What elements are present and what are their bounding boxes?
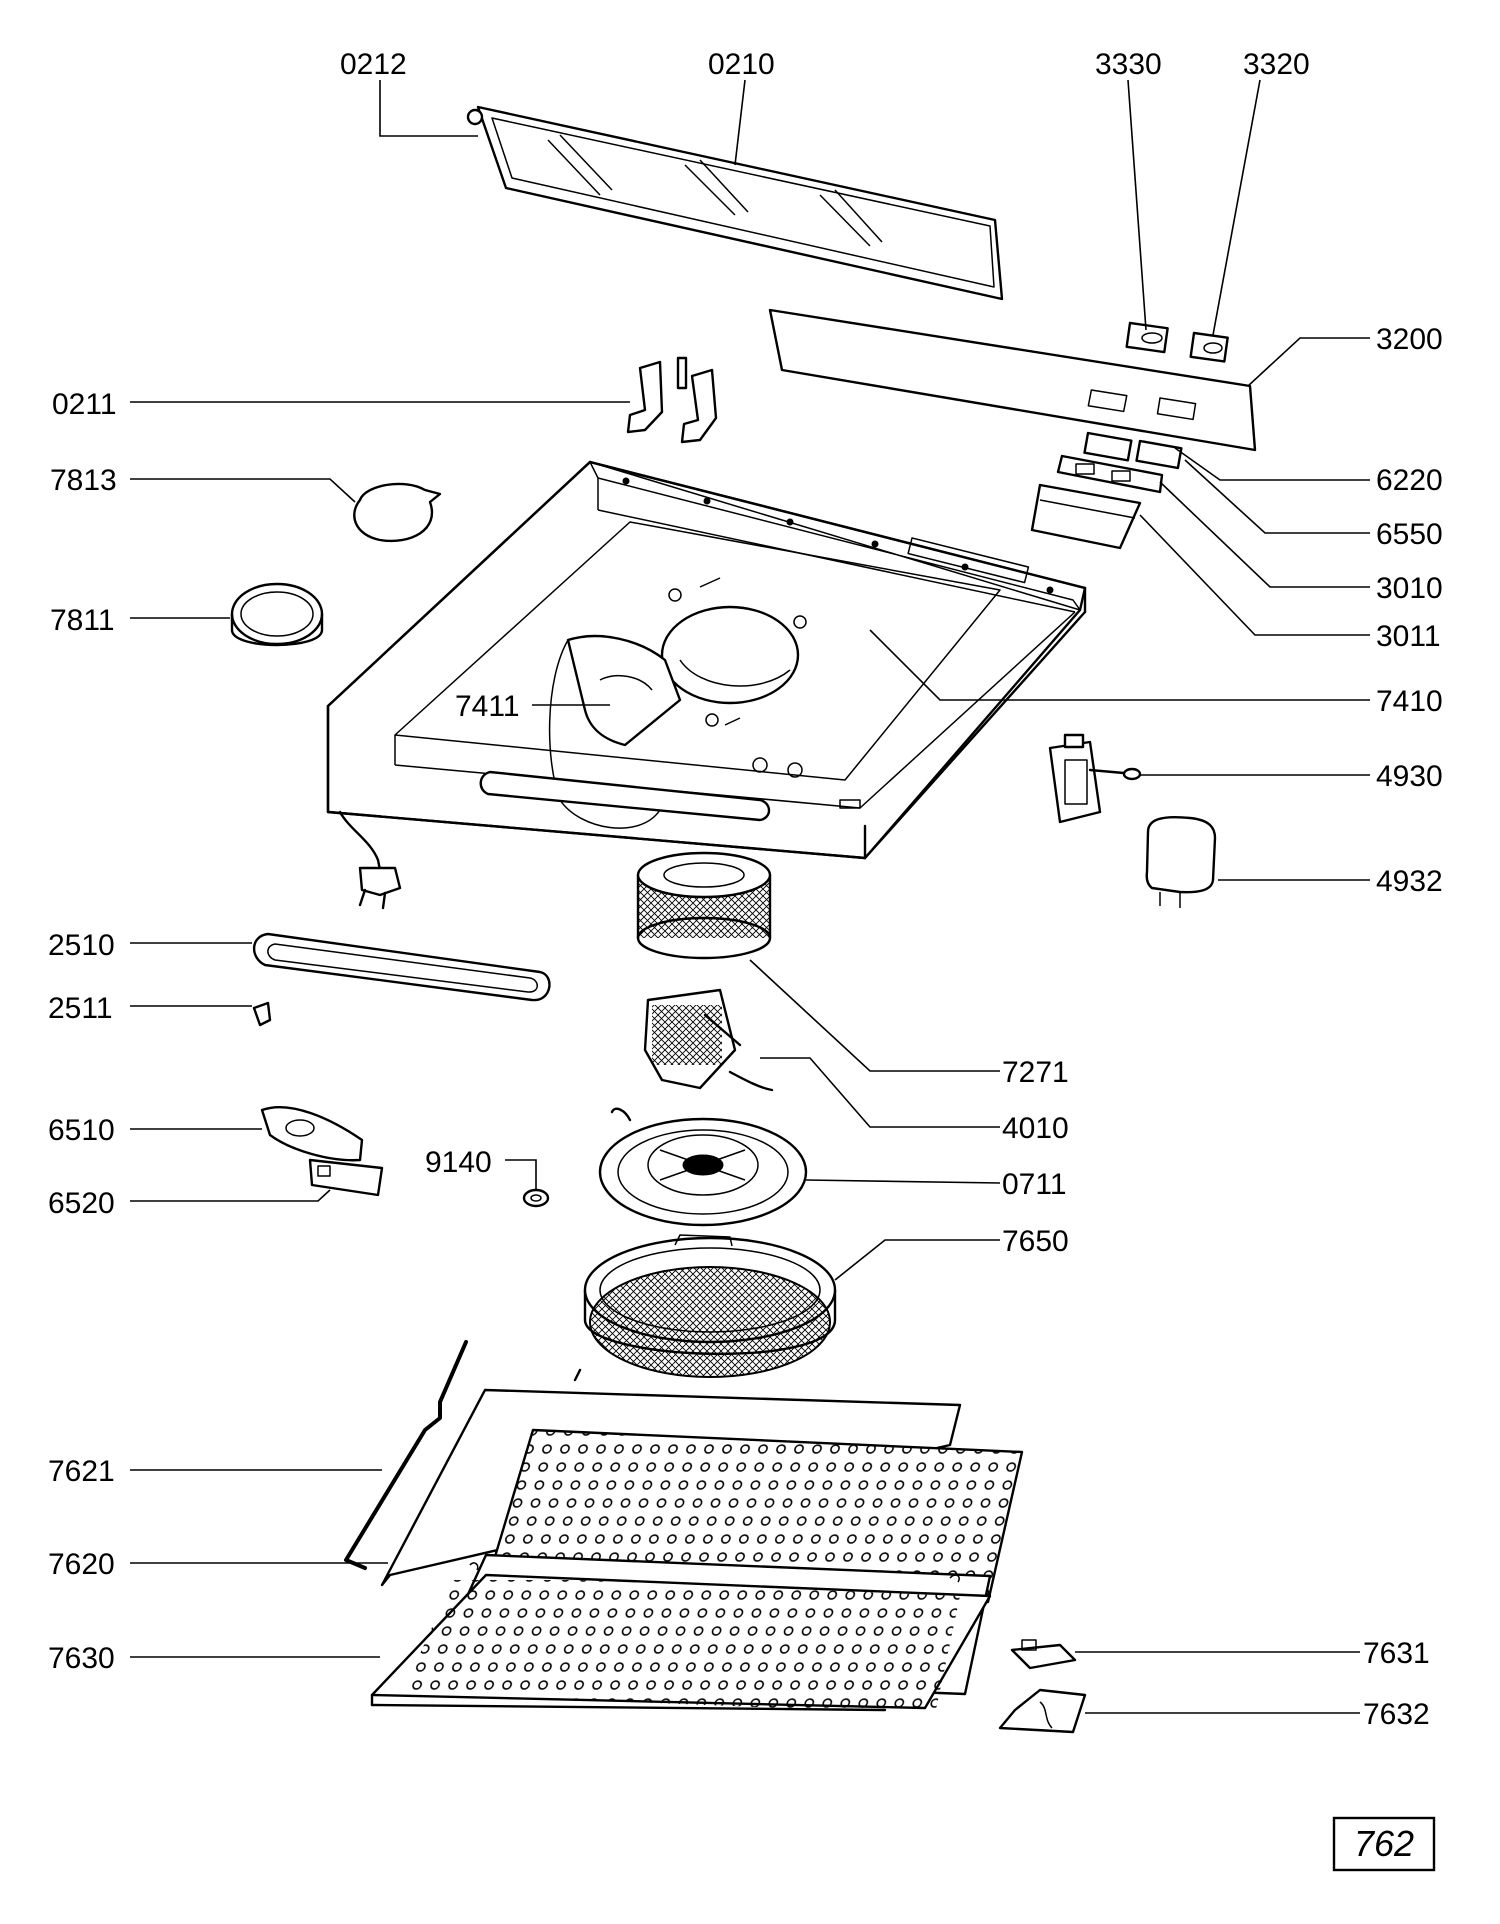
label-7631: 7631	[1363, 1637, 1430, 1670]
label-7813: 7813	[50, 464, 117, 497]
label-7411: 7411	[455, 690, 520, 723]
label-3330: 3330	[1095, 48, 1162, 81]
label-7621: 7621	[48, 1455, 115, 1488]
label-0212: 0212	[340, 48, 407, 81]
switch-components-drawing	[1030, 431, 1183, 550]
grease-filter-assembly-drawing	[344, 1340, 1024, 1714]
label-4930: 4930	[1376, 760, 1443, 793]
carbon-filter-drawing	[583, 1234, 837, 1378]
label-7811: 7811	[50, 604, 115, 637]
label-3320: 3320	[1243, 48, 1310, 81]
label-4010: 4010	[1002, 1112, 1069, 1145]
collar-ring-drawing	[230, 582, 324, 647]
fascia-panel-drawing	[768, 308, 1257, 452]
label-3011: 3011	[1376, 620, 1441, 653]
label-0211: 0211	[52, 388, 117, 421]
switch-buttons-drawing	[1125, 321, 1229, 363]
label-7410: 7410	[1376, 685, 1443, 718]
label-6520: 6520	[48, 1187, 115, 1220]
label-3010: 3010	[1376, 572, 1443, 605]
label-6220: 6220	[1376, 464, 1443, 497]
label-6510: 6510	[48, 1114, 115, 1147]
fan-impeller-drawing	[636, 851, 772, 960]
label-6550: 6550	[1376, 518, 1443, 551]
motor-drawing	[643, 988, 774, 1092]
label-7632: 7632	[1363, 1698, 1430, 1731]
part-labels: 0212 0210 3330 3320 3200 0211 7813 6220 …	[48, 48, 1443, 1731]
nut-drawing	[522, 1188, 550, 1208]
label-9140: 9140	[425, 1146, 492, 1179]
label-2510: 2510	[48, 929, 115, 962]
label-7630: 7630	[48, 1642, 115, 1675]
page-reference-box: 762	[1332, 1816, 1436, 1872]
label-7650: 7650	[1002, 1225, 1069, 1258]
glass-panel-drawing	[466, 105, 1004, 301]
label-2511: 2511	[48, 992, 113, 1025]
switch-block-drawing	[1048, 733, 1142, 824]
filter-catch-drawing	[998, 1639, 1087, 1734]
label-7271: 7271	[1002, 1056, 1069, 1089]
label-0210: 0210	[708, 48, 775, 81]
label-3200: 3200	[1376, 323, 1443, 356]
motor-plate-drawing	[598, 1107, 808, 1227]
lamp-assembly-drawing	[260, 1105, 384, 1197]
page-reference-number: 762	[1354, 1823, 1414, 1864]
cover-disc-drawing	[353, 482, 442, 543]
label-7620: 7620	[48, 1548, 115, 1581]
label-4932: 4932	[1376, 865, 1443, 898]
capacitor-drawing	[1145, 816, 1217, 908]
lamp-window-drawing	[252, 932, 551, 1027]
leader-lines	[130, 79, 1370, 1714]
label-0711: 0711	[1002, 1168, 1067, 1201]
glass-holder-clips-drawing	[626, 356, 718, 444]
hood-housing-drawing	[326, 460, 1087, 910]
